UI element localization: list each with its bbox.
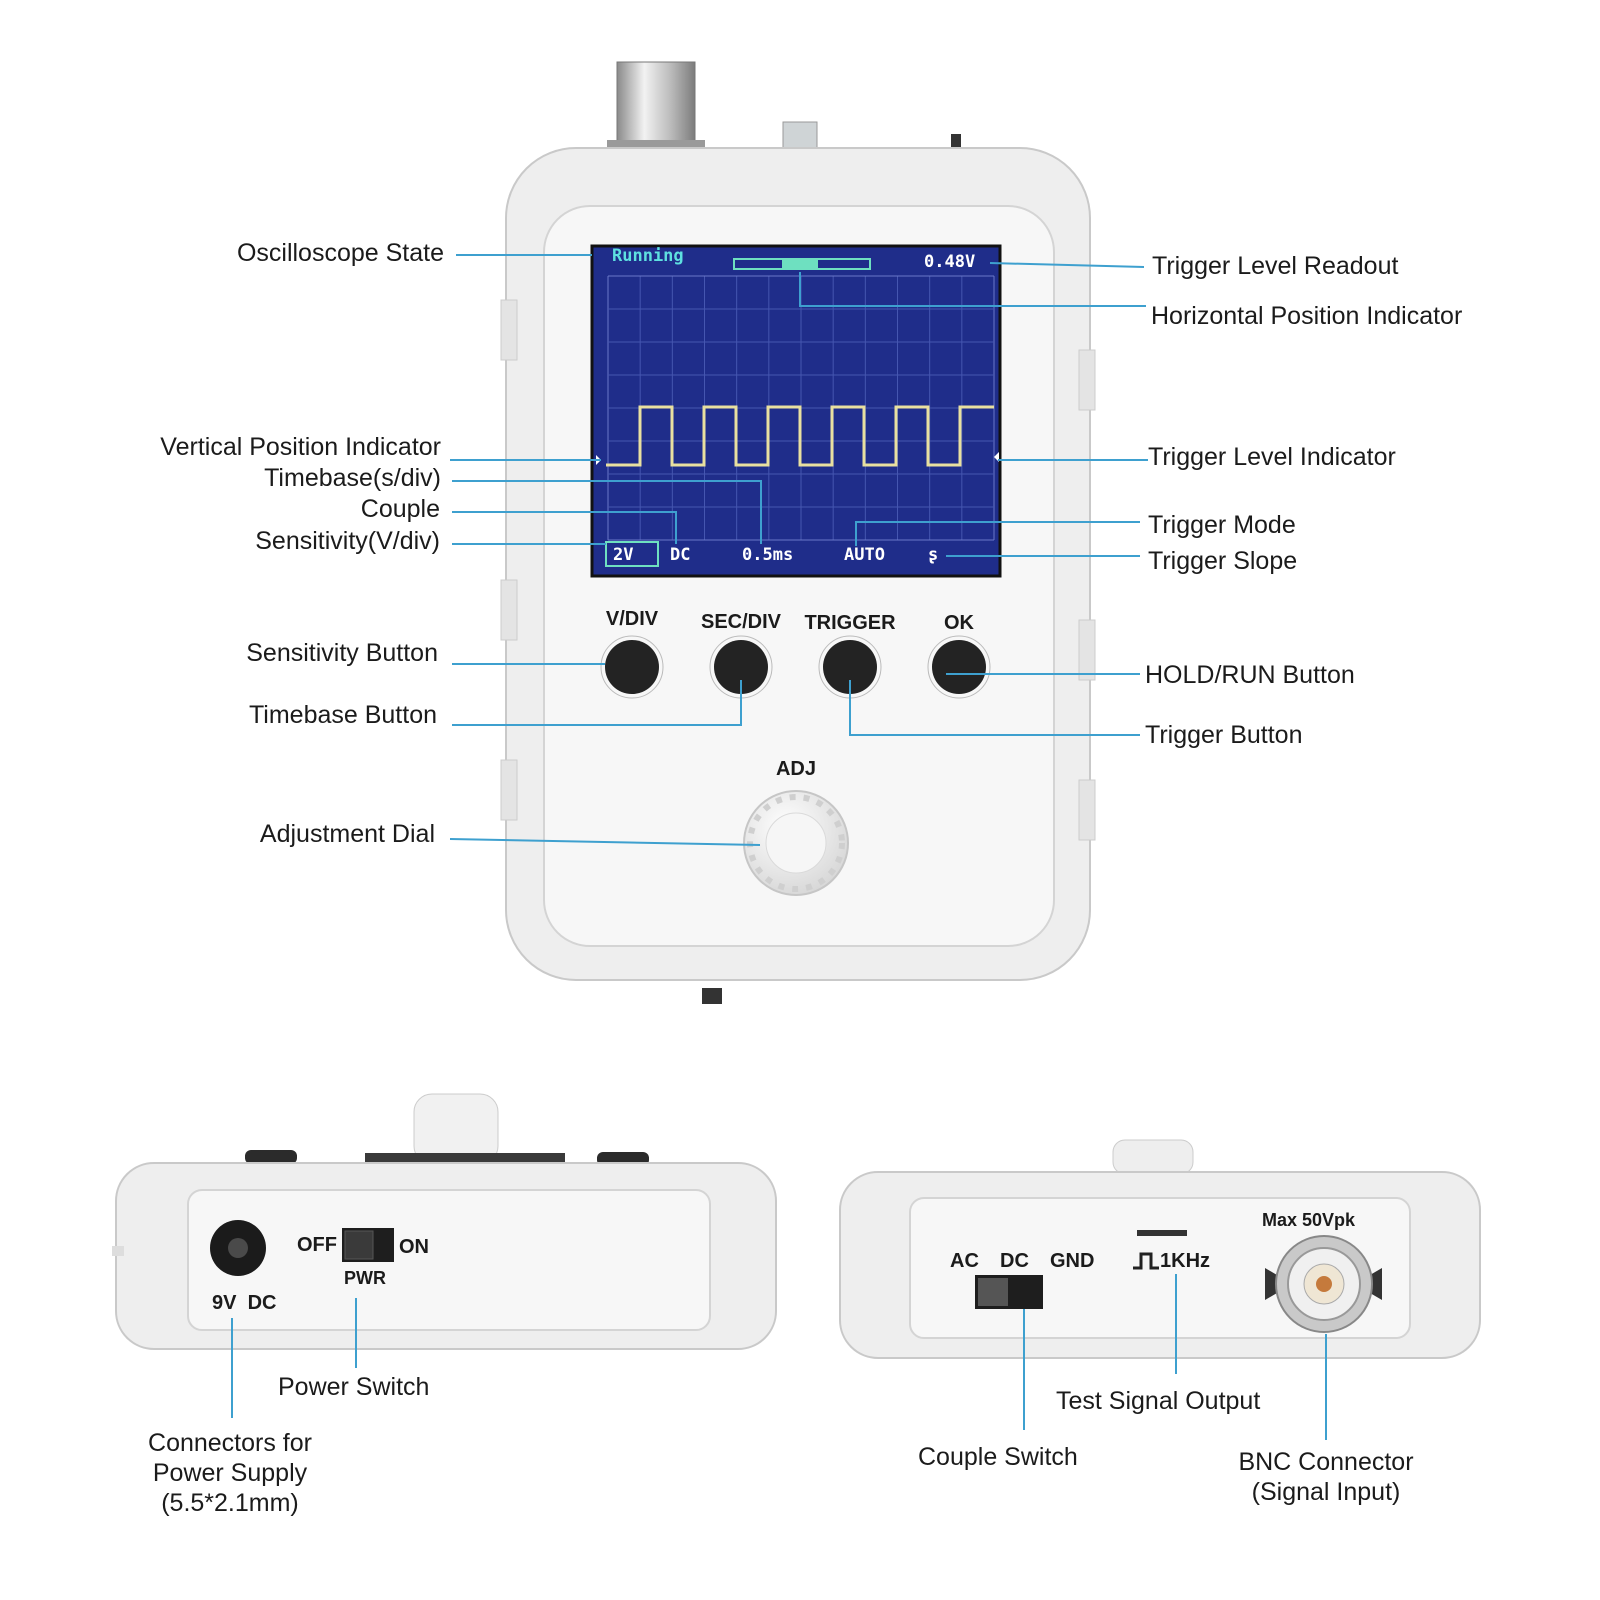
screen-trigger-mode-readout: AUTO: [844, 545, 885, 565]
leader-trigger-level-readout: [989, 262, 1145, 268]
bnc-top-connector: [616, 61, 696, 151]
callout-power-connector: Connectors for Power Supply (5.5*2.1mm): [148, 1429, 312, 1517]
switch-off-label: OFF: [297, 1234, 337, 1256]
leader-adjustment-dial: [449, 838, 761, 846]
button-label-secdiv: SEC/DIV: [700, 611, 782, 633]
callout-trigger-slope: Trigger Slope: [1148, 547, 1298, 575]
front-view: [500, 61, 1096, 1004]
bnc-max-label: Max 50Vpk: [1262, 1210, 1356, 1230]
callout-power-switch: Power Switch: [278, 1373, 430, 1401]
adjustment-dial[interactable]: [743, 790, 849, 896]
lcd-screen: [590, 244, 1002, 578]
couple-gnd-label: GND: [1050, 1250, 1095, 1272]
callout-timebase-button: Timebase Button: [248, 701, 437, 729]
power-switch[interactable]: [342, 1228, 394, 1262]
callout-timebase: Timebase(s/div): [264, 464, 441, 492]
switch-on-label: ON: [399, 1236, 429, 1258]
screen-timebase-readout: 0.5ms: [742, 545, 794, 565]
couple-dc-label: DC: [1000, 1250, 1029, 1272]
callout-test-signal-output: Test Signal Output: [1056, 1387, 1261, 1415]
button-label-trigger: TRIGGER: [804, 612, 896, 634]
screen-grid: [607, 275, 995, 541]
leader-lines: [231, 254, 1327, 1440]
dial-label-adj: ADJ: [775, 758, 817, 780]
callout-hold-run-button: HOLD/RUN Button: [1145, 661, 1355, 689]
callout-adjustment-dial: Adjustment Dial: [259, 820, 435, 848]
horizontal-position-bar: [733, 258, 871, 270]
callout-couple-switch: Couple Switch: [918, 1443, 1078, 1471]
screen-trigger-slope-readout: ʂ: [928, 545, 939, 565]
test-signal-label: 1KHz: [1160, 1250, 1211, 1272]
square-wave-trace: [606, 405, 994, 467]
power-jack-label: 9V DC: [212, 1292, 277, 1314]
callout-sensitivity-button: Sensitivity Button: [246, 639, 438, 667]
ok-hold-run-button[interactable]: [927, 635, 991, 699]
test-signal-output: [1133, 1230, 1187, 1270]
screen-couple-readout: DC: [670, 545, 691, 565]
switch-pwr-label: PWR: [344, 1268, 386, 1288]
callout-trigger-level-indicator: Trigger Level Indicator: [1148, 443, 1396, 471]
power-jack: [210, 1220, 266, 1276]
couple-switch[interactable]: [975, 1275, 1043, 1309]
screen-sensitivity-readout: 2V: [613, 545, 634, 565]
leader-horizontal-position: [799, 272, 1146, 307]
callout-horizontal-position-indicator: Horizontal Position Indicator: [1151, 302, 1463, 330]
button-label-vdiv: V/DIV: [605, 608, 659, 630]
leader-timebase: [452, 480, 762, 544]
screen-state-readout: Running: [612, 246, 684, 266]
sensitivity-button[interactable]: [600, 635, 664, 699]
callout-trigger-button: Trigger Button: [1145, 721, 1303, 749]
callout-trigger-mode: Trigger Mode: [1148, 511, 1296, 539]
couple-ac-label: AC: [950, 1250, 979, 1272]
callout-bnc-connector: BNC Connector (Signal Input): [1238, 1448, 1414, 1506]
leader-timebase-button: [452, 680, 742, 726]
callout-sensitivity: Sensitivity(V/div): [255, 527, 440, 555]
leader-couple: [452, 511, 677, 544]
right-side-view: [839, 1139, 1481, 1359]
callout-couple: Couple: [360, 495, 440, 523]
leader-trigger-button: [849, 680, 1140, 736]
callout-vertical-position-indicator: Vertical Position Indicator: [160, 433, 441, 461]
left-side-view: [112, 1093, 777, 1350]
button-label-ok: OK: [944, 612, 974, 634]
leader-trigger-mode: [855, 521, 1140, 546]
callout-trigger-level-readout: Trigger Level Readout: [1152, 252, 1399, 280]
bnc-signal-input: [1265, 1235, 1382, 1333]
callout-oscilloscope-state: Oscilloscope State: [236, 239, 444, 267]
screen-trigger-level-readout: 0.48V: [924, 252, 976, 272]
trigger-level-marker: [994, 452, 999, 462]
